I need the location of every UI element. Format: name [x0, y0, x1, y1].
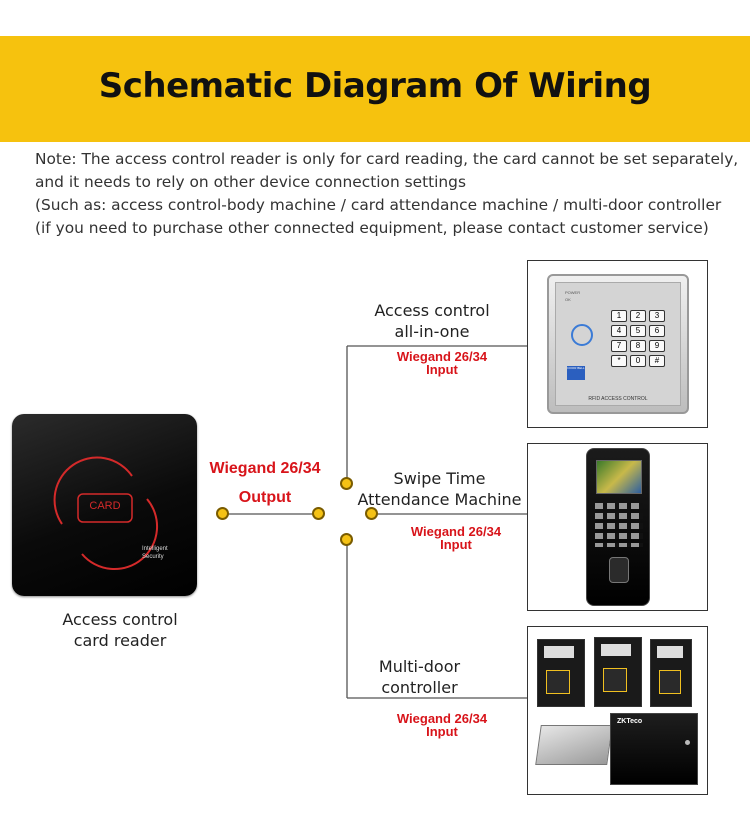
controller-enclosure: ZKTeco — [610, 713, 698, 785]
keypad-key: 5 — [630, 325, 646, 337]
note-line: Note: The access control reader is only … — [35, 150, 739, 168]
controller-board — [594, 637, 642, 707]
wiegand-label-line2: Input — [440, 537, 472, 552]
card-label: CARD — [89, 500, 121, 512]
keypad-key: * — [611, 355, 627, 367]
brand-line: Security — [142, 554, 164, 560]
controller-image-frame: ZKTeco — [527, 626, 708, 795]
keypad-key: 1 — [611, 310, 627, 322]
device-name-line1: Access control — [374, 301, 490, 320]
controller-board — [537, 639, 585, 707]
device-name-line2: Attendance Machine — [357, 490, 522, 509]
page-title: Schematic Diagram Of Wiring — [98, 66, 652, 106]
access-keypad-device: POWER OK DOOR BELL 1 2 3 4 5 6 7 8 9 * 0… — [547, 274, 689, 414]
ok-indicator: OK — [565, 297, 571, 302]
attendance-terminal — [586, 448, 650, 606]
device-name-line1: Swipe Time — [393, 469, 486, 488]
connector-dot — [340, 477, 353, 490]
keypad-key: 6 — [649, 325, 665, 337]
device-name-attendance: Swipe Time Attendance Machine — [352, 468, 527, 510]
note-line: (Such as: access control-body machine / … — [35, 196, 722, 214]
keypad-footer: RFID ACCESS CONTROL — [588, 396, 648, 402]
wiegand-label-line1: Wiegand 26/34 — [410, 524, 502, 539]
keypad-key: 2 — [630, 310, 646, 322]
keypad-grid: 1 2 3 4 5 6 7 8 9 * 0 # — [611, 310, 665, 367]
output-wiegand-label: Wiegand 26/34 — [209, 460, 321, 477]
note-line: (if you need to purchase other connected… — [35, 219, 709, 237]
output-label: Output — [238, 489, 292, 506]
keypad-key: 9 — [649, 340, 665, 352]
power-indicator: POWER — [565, 290, 581, 295]
keypad-key: 4 — [611, 325, 627, 337]
all-in-one-image-frame: POWER OK DOOR BELL 1 2 3 4 5 6 7 8 9 * 0… — [527, 260, 708, 428]
reader-caption: Access control card reader — [20, 609, 220, 651]
note-text: Note: The access control reader is only … — [35, 148, 739, 240]
attendance-screen — [596, 460, 642, 494]
connector-dot — [365, 507, 378, 520]
connector-dot — [216, 507, 229, 520]
device-name-line2: all-in-one — [394, 322, 470, 341]
fingerprint-sensor — [609, 557, 629, 583]
device-name-all-in-one: Access control all-in-one — [352, 300, 512, 342]
rfid-icon — [571, 324, 593, 346]
wiegand-label-line2: Input — [426, 362, 458, 377]
keypad-key: 7 — [611, 340, 627, 352]
reader-caption-line1: Access control — [62, 610, 178, 629]
card-reader-image: CARD Intelligent Security — [12, 414, 197, 596]
keypad-key: # — [649, 355, 665, 367]
enclosure-brand: ZKTeco — [617, 718, 643, 725]
power-supply — [535, 725, 613, 765]
wiegand-input-label: Wiegand 26/34 Input — [386, 525, 526, 551]
attendance-keypad — [595, 503, 643, 547]
controller-board — [650, 639, 692, 707]
brand-line: Intelligent — [142, 546, 168, 552]
title-banner: Schematic Diagram Of Wiring — [0, 36, 750, 142]
keypad-key: 8 — [630, 340, 646, 352]
wiegand-input-label: Wiegand 26/34 Input — [372, 350, 512, 376]
wiegand-input-label: Wiegand 26/34 Input — [372, 712, 512, 738]
keypad-key: 3 — [649, 310, 665, 322]
note-line: and it needs to rely on other device con… — [35, 173, 466, 191]
wiegand-label-line1: Wiegand 26/34 — [396, 711, 488, 726]
attendance-image-frame — [527, 443, 708, 611]
doorbell-button: DOOR BELL — [567, 366, 585, 380]
device-name-line2: controller — [381, 678, 458, 697]
connector-dot — [340, 533, 353, 546]
device-name-controller: Multi-door controller — [352, 656, 487, 698]
enclosure-lock — [685, 740, 690, 745]
keypad-key: 0 — [630, 355, 646, 367]
reader-caption-line2: card reader — [73, 631, 167, 650]
connector-dot — [312, 507, 325, 520]
wiegand-label-line1: Wiegand 26/34 — [396, 349, 488, 364]
device-name-line1: Multi-door — [378, 657, 461, 676]
card-reader-ring — [53, 456, 159, 571]
wiegand-label-line2: Input — [426, 724, 458, 739]
